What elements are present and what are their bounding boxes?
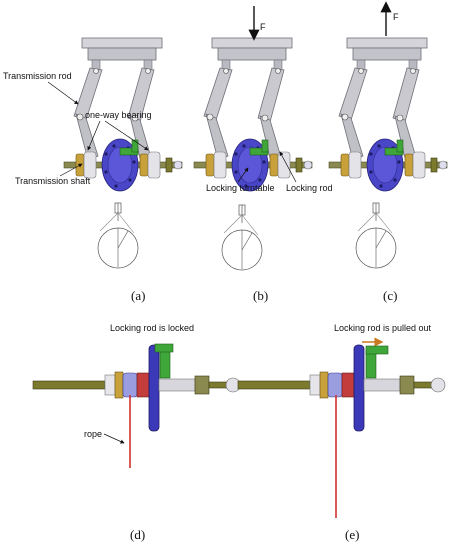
caption-c: (c)	[383, 288, 397, 303]
label-force-c: F	[393, 12, 399, 22]
panel-a: Transmission rod one-way bearing Transmi…	[3, 37, 183, 303]
caption-a: (a)	[131, 288, 145, 303]
caption-d: (d)	[130, 527, 145, 542]
caption-b: (b)	[253, 288, 268, 303]
label-transmission-shaft: Transmission shaft	[15, 176, 91, 186]
label-locking-rod-pulled: Locking rod is pulled out	[334, 323, 432, 333]
panel-d: Locking rod is locked rope (d)	[32, 323, 241, 542]
label-locking-rod-locked: Locking rod is locked	[110, 323, 194, 333]
label-rope: rope	[84, 429, 102, 439]
label-locking-rod: Locking rod	[286, 183, 333, 193]
label-force-b: F	[260, 22, 266, 32]
panel-c: F (c)	[328, 1, 448, 303]
label-one-way-bearing: one-way bearing	[85, 110, 152, 120]
panel-b: F Locking turntable Locking rod (b)	[193, 6, 333, 303]
caption-e: (e)	[345, 527, 359, 542]
label-transmission-rod: Transmission rod	[3, 71, 72, 81]
label-locking-turntable: Locking turntable	[206, 183, 275, 193]
panel-e: Locking rod is pulled out (e)	[237, 323, 446, 542]
